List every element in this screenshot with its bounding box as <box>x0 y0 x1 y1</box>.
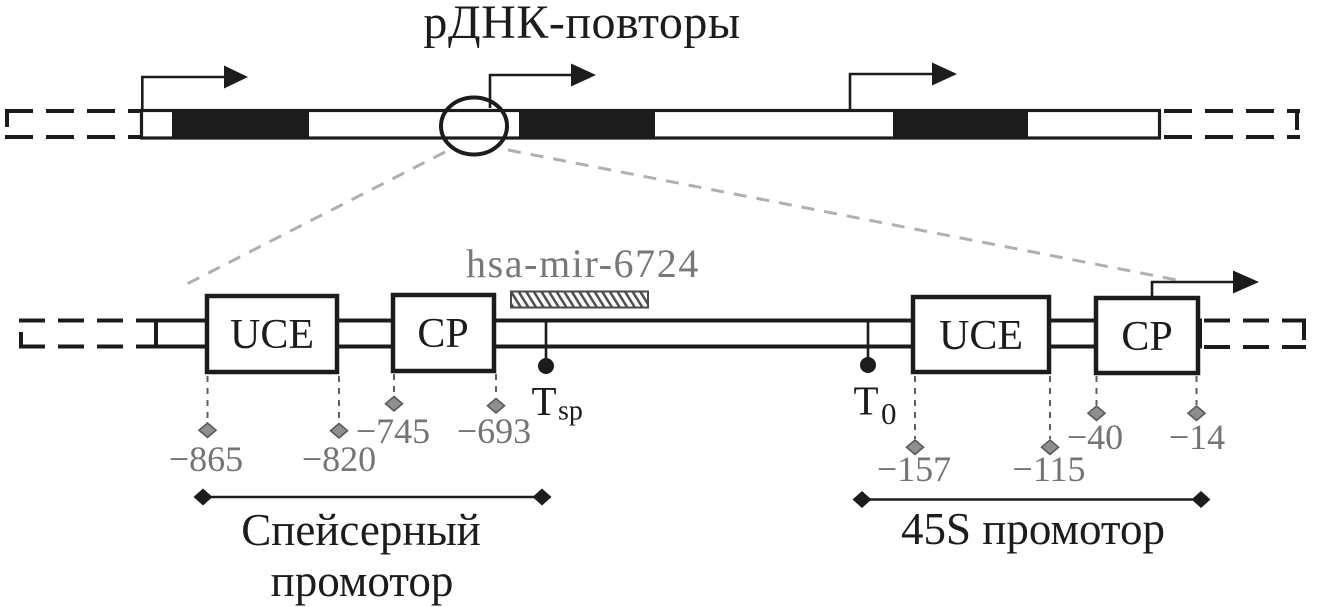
svg-text:CP: CP <box>417 311 468 357</box>
svg-text:−865: −865 <box>169 439 243 479</box>
svg-text:sp: sp <box>558 396 583 427</box>
svg-text:−693: −693 <box>457 411 531 451</box>
svg-text:T: T <box>531 378 556 424</box>
svg-text:промотор: промотор <box>271 556 454 606</box>
svg-text:0: 0 <box>881 396 897 431</box>
svg-text:−40: −40 <box>1067 417 1123 457</box>
svg-text:UCE: UCE <box>230 312 314 358</box>
svg-text:−157: −157 <box>877 449 951 489</box>
svg-text:45S промотор: 45S промотор <box>901 504 1165 554</box>
svg-text:−820: −820 <box>302 439 376 479</box>
svg-text:−115: −115 <box>1013 449 1086 489</box>
svg-text:hsa-mir-6724: hsa-mir-6724 <box>466 241 700 286</box>
svg-text:UCE: UCE <box>939 313 1023 359</box>
svg-text:−14: −14 <box>1169 417 1225 457</box>
svg-text:CP: CP <box>1121 314 1172 360</box>
svg-text:−745: −745 <box>356 411 430 451</box>
svg-text:Спейсерный: Спейсерный <box>241 505 481 555</box>
svg-text:рДНК-повторы: рДНК-повторы <box>423 0 740 49</box>
svg-text:T: T <box>853 378 878 424</box>
